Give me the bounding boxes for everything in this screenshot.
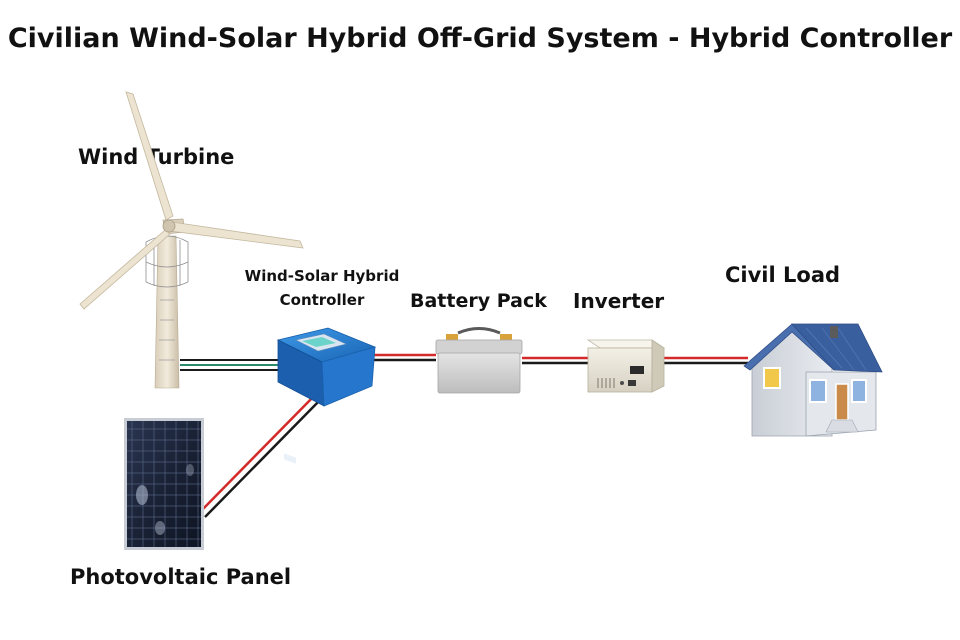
civil-load-house: [743, 323, 883, 437]
turbine-blades: [79, 91, 304, 310]
inverter-to-load-wires: [664, 356, 748, 365]
inverter-label: Inverter: [573, 289, 665, 313]
diagram-title: Civilian Wind-Solar Hybrid Off-Grid Syst…: [7, 23, 953, 54]
turbine-to-controller-wires: [180, 359, 280, 371]
tower-rungs: [159, 299, 175, 361]
battery-to-inverter-wires: [522, 356, 588, 365]
photovoltaic-panel: [124, 418, 204, 550]
wind-turbine: [79, 91, 304, 389]
photovoltaic-panel-label: Photovoltaic Panel: [70, 565, 292, 589]
pv-to-controller-wires: [199, 391, 324, 518]
inverter-vents: [597, 378, 615, 388]
hybrid-controller: [276, 327, 377, 464]
battery-pack-label: Battery Pack: [410, 290, 547, 312]
controller-to-battery-wires: [370, 353, 436, 362]
battery-pack: [435, 327, 523, 394]
roof-lines: [805, 327, 867, 371]
controller-label: Wind-Solar Hybrid Controller: [244, 267, 400, 309]
civil-load-label: Civil Load: [725, 263, 841, 287]
inverter: [586, 339, 666, 393]
